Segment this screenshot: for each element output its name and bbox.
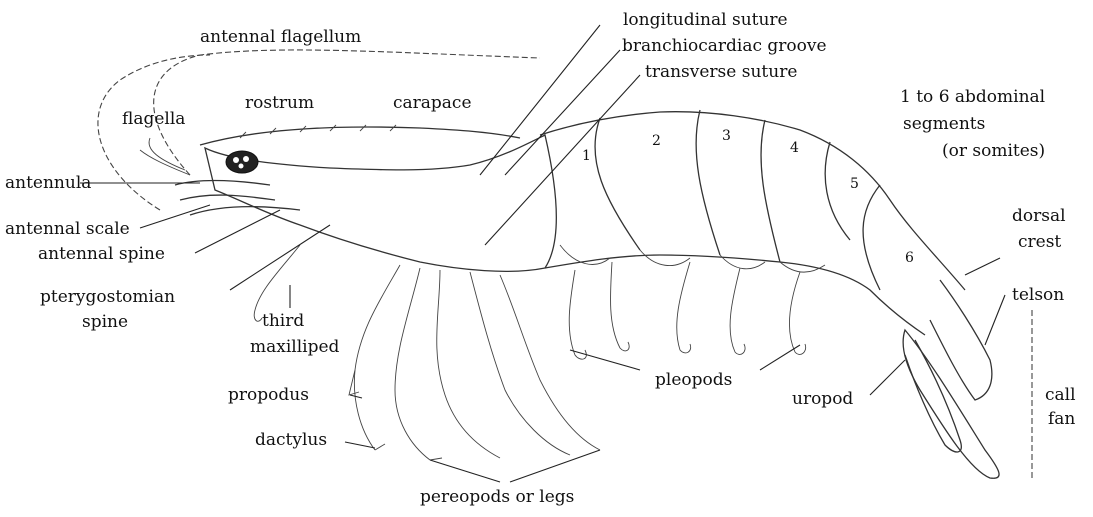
label-dorsal: dorsal: [1012, 206, 1066, 226]
label-pleopods: pleopods: [655, 370, 732, 390]
label-antennal-flagellum: antennal flagellum: [200, 27, 361, 47]
carapace-shape: [205, 135, 556, 271]
label-antennal-spine: antennal spine: [38, 244, 165, 264]
maxilliped: [254, 245, 300, 321]
segment-number-5: 5: [850, 176, 859, 192]
eye: [226, 151, 258, 173]
label-pterygostomian-1: pterygostomian: [40, 287, 175, 307]
segment-number-4: 4: [790, 140, 799, 156]
pereopod-legs: [354, 265, 600, 460]
label-antennal-scale: antennal scale: [5, 219, 130, 239]
antenna-flagellum-curve: [154, 50, 540, 175]
label-rostrum: rostrum: [245, 93, 314, 113]
leader-lines: [80, 25, 1032, 482]
label-tail-call: call: [1045, 385, 1076, 405]
pleura: [560, 245, 825, 272]
label-crest: crest: [1018, 232, 1061, 252]
segment-number-1: 1: [582, 148, 591, 164]
tail-fan-shape: [903, 330, 999, 478]
label-third: third: [262, 311, 304, 331]
rostrum-shape: [200, 127, 520, 145]
abdomen-ventral-contour: [545, 255, 925, 335]
pleopod-legs: [569, 262, 805, 359]
antenna-flagellum-curve-2: [98, 55, 210, 210]
segment-dividers: [595, 110, 880, 290]
uropod-shape: [905, 340, 961, 452]
label-pereopods: pereopods or legs: [420, 487, 574, 507]
flagella-curves: [140, 138, 190, 175]
label-abdominal-2: segments: [903, 114, 985, 134]
label-carapace: carapace: [393, 93, 472, 113]
abdomen-dorsal-contour: [540, 112, 965, 290]
label-dactylus: dactylus: [255, 430, 327, 450]
label-pterygostomian-2: spine: [82, 312, 128, 332]
label-tail-fan: fan: [1048, 409, 1075, 429]
label-transverse-suture: transverse suture: [645, 62, 797, 82]
label-uropod: uropod: [792, 389, 853, 409]
segment-number-3: 3: [722, 128, 731, 144]
telson-shape: [930, 280, 992, 400]
segment-number-6: 6: [905, 250, 914, 266]
label-flagella: flagella: [122, 109, 185, 129]
label-longitudinal-suture: longitudinal suture: [623, 10, 788, 30]
segment-number-2: 2: [652, 133, 661, 149]
label-maxilliped: maxilliped: [250, 337, 340, 357]
label-antennula: antennula: [5, 173, 91, 193]
label-propodus: propodus: [228, 385, 309, 405]
shrimp-illustration: [98, 50, 999, 478]
label-telson: telson: [1012, 285, 1064, 305]
label-abdominal-1: 1 to 6 abdominal: [900, 87, 1045, 107]
label-abdominal-3: (or somites): [942, 141, 1045, 161]
label-branchiocardiac-groove: branchiocardiac groove: [622, 36, 827, 56]
